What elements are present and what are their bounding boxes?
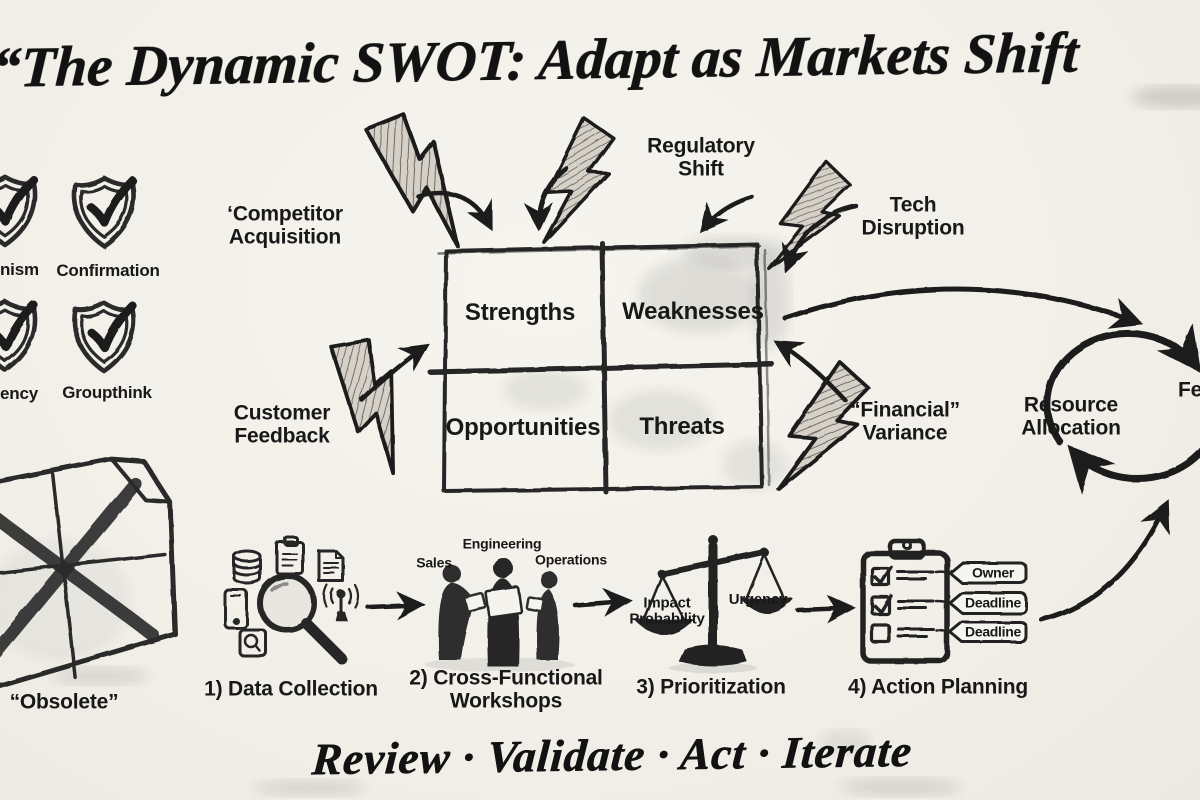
resource-allocation-label: Resource Allocation [1021,393,1121,439]
arrow-icon [699,194,755,234]
bias-label-confirmation: Confirmation [56,260,160,280]
arrow-icon [795,594,856,624]
disruption-regulatory-label: Regulatory Shift [647,134,755,180]
cycle-arrows-icon [1043,323,1200,495]
shield-icon [0,302,35,370]
data-collection-icons [223,535,360,665]
signal-antenna-icon [322,583,360,621]
swot-opportunities-label: Opportunities [445,414,601,442]
obsolete-label: “Obsolete” [9,690,119,714]
disruption-financial-label: “Financial” Variance [850,398,960,444]
checkbox-empty-icon [870,623,891,644]
swot-matrix [427,240,775,495]
step4-label: 4) Action Planning [848,675,1028,699]
checkbox-checked-icon [870,566,891,587]
disruption-tech-label: Tech Disruption [861,193,965,239]
people-silhouettes-icon [425,558,575,672]
smartphone-icon [223,588,249,630]
obsolete-grid-icon [0,456,178,696]
lightning-bolt-icon [533,111,622,256]
bias-label-groupthink: Groupthink [62,382,152,402]
checklist-clipboard-icon [860,538,1028,664]
arrow-icon [772,340,848,403]
swot-weaknesses-label: Weaknesses [622,298,764,326]
lightning-bolt-icon [348,99,499,255]
arrow-icon [415,190,493,232]
disruption-competitor-label: ‘Competitor Acquisition [227,202,343,248]
arrow-icon [523,165,569,232]
clipboard-icon [275,535,305,576]
bottom-mantra: Review · Validate · Act · Iterate [310,725,914,785]
shield-icon [74,303,133,371]
magnifier-icon [257,573,348,665]
swot-strengths-label: Strengths [464,299,576,327]
step1-label: 1) Data Collection [204,677,378,701]
role-operations-label: Operations [535,551,607,568]
arrow-icon [781,203,859,274]
feedback-label-partial: Fe [1178,378,1200,402]
arrow-icon [365,591,426,621]
lightning-bolts [312,99,879,510]
tag-callouts [948,561,1028,644]
balance-scale-icon [635,535,793,673]
impact-arrows [359,165,859,403]
shield-icon [0,177,35,245]
role-engineering-label: Engineering [462,535,542,552]
arrow-icon [359,343,430,403]
document-icon [317,549,345,583]
swot-threats-label: Threats [639,413,725,441]
workflow-arrows [365,588,856,624]
chat-bubble-icon [238,628,268,658]
shield-icon [74,178,133,246]
bias-label-partial: nism [0,259,39,279]
step2-label: 2) Cross-Functional Workshops [409,666,603,712]
disruption-customer-label: Customer Feedback [233,401,331,447]
scale-left-pan-label: Impact Probability [629,594,705,627]
database-icon [232,549,262,585]
arrow-action-to-cycle [1039,499,1170,623]
tag-deadline-label: Deadline [965,594,1021,611]
tag-owner-label: Owner [971,564,1015,581]
role-sales-label: Sales [416,554,452,571]
step3-label: 3) Prioritization [636,675,786,699]
scale-right-pan-label: Urgency [728,591,788,609]
bias-label-partial: ency [0,383,38,403]
arrow-icon [572,588,633,618]
checkbox-checked-icon [870,595,891,616]
arrow-matrix-to-cycle [782,286,1144,329]
tag-deadline-label: Deadline [965,623,1021,640]
